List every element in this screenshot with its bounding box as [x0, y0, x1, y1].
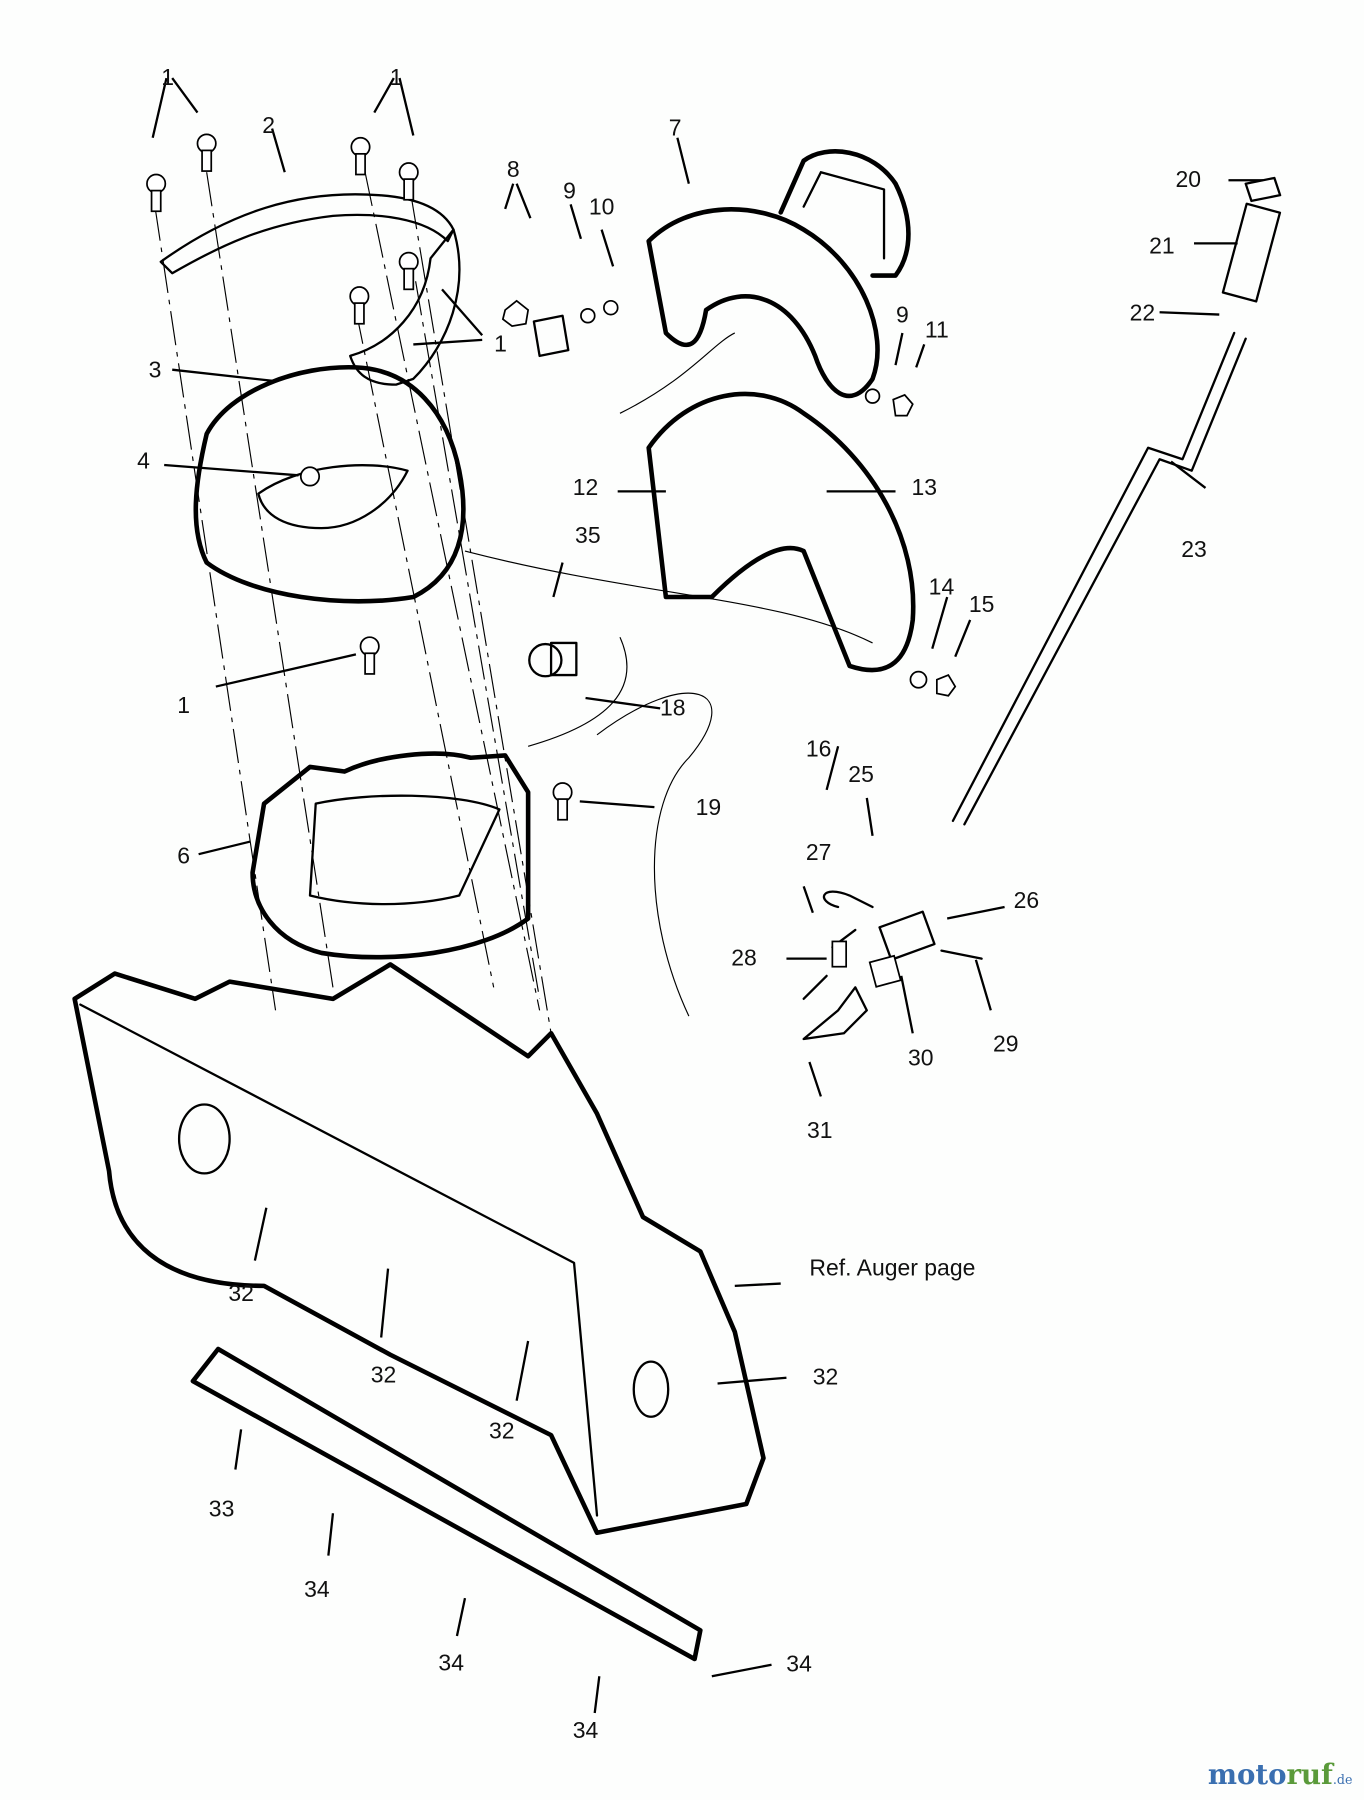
part-33-shave-plate	[190, 1346, 703, 1662]
callout-4: 4	[137, 448, 150, 475]
part-16-lower-chute	[646, 391, 916, 673]
part-18-gear	[528, 641, 578, 678]
watermark-part1: moto	[1207, 1757, 1287, 1792]
callout-9: 9	[563, 179, 576, 205]
callout-10: 10	[588, 195, 615, 221]
callout-2: 2	[262, 113, 276, 139]
callout-32: 32	[370, 1362, 397, 1389]
callout-30: 30	[908, 1045, 934, 1072]
callout-34: 34	[438, 1650, 464, 1677]
part-3-chute-ring	[193, 365, 466, 604]
bolts-part-1	[146, 133, 573, 821]
callout-21: 21	[1149, 234, 1175, 260]
callout-7: 7	[668, 115, 682, 142]
callout-33: 33	[208, 1497, 235, 1523]
leader-lines	[151, 77, 1263, 1714]
part-23-shift-rod	[951, 176, 1282, 826]
callout-23: 23	[1181, 537, 1207, 563]
callout-15: 15	[968, 592, 995, 618]
callout-35: 35	[575, 523, 601, 549]
callout-27: 27	[805, 840, 832, 866]
callout-11: 11	[924, 318, 949, 344]
hardware	[501, 299, 983, 1041]
callout-1: 1	[161, 65, 175, 91]
callout-34: 34	[786, 1652, 812, 1678]
callout-14: 14	[928, 575, 955, 601]
callout-34: 34	[572, 1718, 599, 1744]
callout-6: 6	[177, 843, 191, 870]
part-2-ring-segment	[159, 193, 461, 386]
callout-32: 32	[812, 1365, 839, 1391]
callout-31: 31	[806, 1118, 833, 1144]
callout-32: 32	[228, 1281, 254, 1307]
callout-28: 28	[731, 946, 757, 972]
callout-26: 26	[1013, 888, 1040, 914]
callout-9: 9	[896, 303, 909, 329]
callout-34: 34	[304, 1577, 330, 1603]
callout-1: 1	[177, 693, 191, 719]
callout-32: 32	[488, 1419, 515, 1445]
callout-29: 29	[992, 1032, 1019, 1058]
auger-housing	[72, 962, 766, 1536]
callout-3: 3	[148, 358, 162, 384]
watermark-logo: motoruf.de	[1208, 1758, 1353, 1791]
callout-25: 25	[848, 762, 874, 788]
callout-8: 8	[506, 157, 520, 183]
callout-19: 19	[695, 795, 722, 821]
ref-auger-note: Ref. Auger page	[809, 1256, 976, 1282]
callout-22: 22	[1129, 300, 1156, 327]
callout-16: 16	[805, 737, 832, 763]
watermark-part2: ruf	[1286, 1757, 1333, 1792]
callout-1: 1	[494, 331, 507, 358]
part-7-deflector	[646, 149, 911, 399]
callout-18: 18	[660, 695, 686, 722]
part-6-chute-base	[250, 751, 531, 960]
callout-20: 20	[1175, 167, 1202, 193]
watermark-suffix: .de	[1332, 1772, 1353, 1788]
callout-13: 13	[911, 475, 937, 501]
callout-12: 12	[572, 475, 599, 501]
callout-1: 1	[389, 65, 403, 91]
